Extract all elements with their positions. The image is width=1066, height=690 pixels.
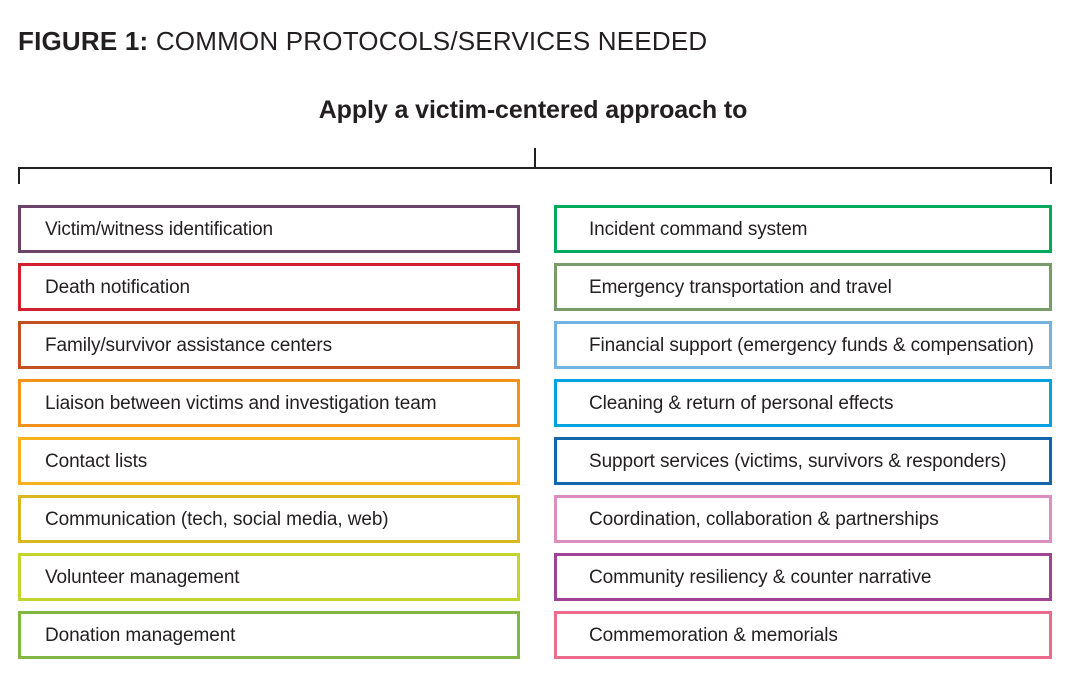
protocol-item-label: Coordination, collaboration & partnershi…	[589, 508, 939, 530]
protocol-item-box[interactable]: Victim/witness identification	[18, 205, 520, 253]
protocol-item-label: Community resiliency & counter narrative	[589, 566, 932, 588]
protocol-item-label: Financial support (emergency funds & com…	[589, 334, 1034, 356]
figure-title: FIGURE 1: COMMON PROTOCOLS/SERVICES NEED…	[18, 26, 707, 57]
figure-label: FIGURE 1:	[18, 26, 149, 56]
connector-tick-right	[1050, 167, 1052, 184]
protocol-item-label: Cleaning & return of personal effects	[589, 392, 894, 414]
protocol-item-box[interactable]: Donation management	[18, 611, 520, 659]
protocol-item-box[interactable]: Communication (tech, social media, web)	[18, 495, 520, 543]
protocol-item-label: Support services (victims, survivors & r…	[589, 450, 1007, 472]
connector-tick-left	[18, 167, 20, 184]
connector-stem	[534, 148, 536, 168]
connector-horizontal-bar	[18, 167, 1052, 169]
protocol-item-label: Death notification	[45, 276, 191, 298]
protocol-item-label: Donation management	[45, 624, 236, 646]
protocol-item-box[interactable]: Commemoration & memorials	[554, 611, 1052, 659]
protocol-item-box[interactable]: Coordination, collaboration & partnershi…	[554, 495, 1052, 543]
protocol-item-label: Emergency transportation and travel	[589, 276, 892, 298]
protocol-item-label: Liaison between victims and investigatio…	[45, 392, 437, 414]
protocol-item-label: Communication (tech, social media, web)	[45, 508, 389, 530]
protocol-item-box[interactable]: Support services (victims, survivors & r…	[554, 437, 1052, 485]
protocol-item-label: Volunteer management	[45, 566, 240, 588]
protocol-item-label: Family/survivor assistance centers	[45, 334, 332, 356]
protocol-item-label: Commemoration & memorials	[589, 624, 838, 646]
protocol-item-box[interactable]: Cleaning & return of personal effects	[554, 379, 1052, 427]
protocol-item-box[interactable]: Financial support (emergency funds & com…	[554, 321, 1052, 369]
protocol-item-label: Contact lists	[45, 450, 148, 472]
connector-bracket	[18, 148, 1052, 184]
protocol-item-box[interactable]: Emergency transportation and travel	[554, 263, 1052, 311]
figure-caption: COMMON PROTOCOLS/SERVICES NEEDED	[155, 26, 708, 56]
protocol-item-box[interactable]: Contact lists	[18, 437, 520, 485]
protocol-item-box[interactable]: Death notification	[18, 263, 520, 311]
protocol-item-box[interactable]: Community resiliency & counter narrative	[554, 553, 1052, 601]
protocol-item-box[interactable]: Volunteer management	[18, 553, 520, 601]
protocol-item-label: Incident command system	[589, 218, 808, 240]
protocol-item-box[interactable]: Liaison between victims and investigatio…	[18, 379, 520, 427]
protocol-item-label: Victim/witness identification	[45, 218, 274, 240]
protocol-item-box[interactable]: Family/survivor assistance centers	[18, 321, 520, 369]
protocol-item-box[interactable]: Incident command system	[554, 205, 1052, 253]
diagram-heading: Apply a victim-centered approach to	[318, 96, 748, 124]
